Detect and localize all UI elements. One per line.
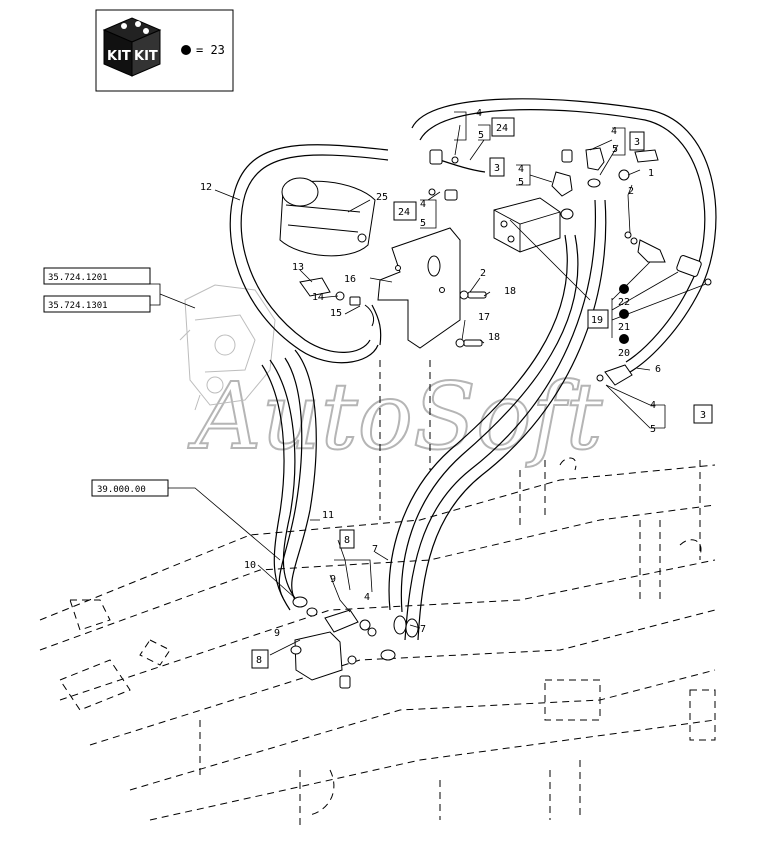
callout-9-upper: 9: [330, 574, 336, 585]
callout-4-bottom: 4: [364, 592, 370, 603]
callout-5-left: 5: [420, 218, 426, 229]
callout-16: 16: [344, 274, 356, 285]
bracket-16: [377, 227, 461, 349]
callout-4-top: 4: [611, 126, 617, 137]
callout-4-left: 4: [420, 199, 426, 210]
fittings: [290, 147, 712, 689]
callout-22: 22: [618, 297, 630, 308]
callout-6: 6: [655, 364, 661, 375]
callout-14: 14: [312, 292, 324, 303]
bullet-21: [619, 309, 629, 319]
callout-18-lower: 18: [488, 332, 500, 343]
numeric-callouts: 1 2 2 4 4 4 4 4 4 5 5 5 5 5 6 7 7 9 9 10…: [200, 108, 661, 639]
callout-18-upper: 18: [504, 286, 516, 297]
callout-13: 13: [292, 262, 304, 273]
callout-21: 21: [618, 322, 630, 333]
box-3-right: 3: [700, 410, 706, 421]
kit-bullets: [619, 284, 629, 344]
ref-35-724-1201: 35.724.1201: [48, 273, 108, 283]
box-3-top-right: 3: [634, 137, 640, 148]
callout-7-upper: 7: [372, 544, 378, 555]
callout-7-lower: 7: [420, 624, 426, 635]
ref-39-000-00: 39.000.00: [97, 485, 146, 495]
callout-4-valve: 4: [518, 164, 524, 175]
callout-12: 12: [200, 182, 212, 193]
box-8-lower: 8: [256, 655, 262, 666]
callout-5-top: 5: [612, 144, 618, 155]
callout-5-valve: 5: [518, 177, 524, 188]
box-19: 19: [591, 315, 603, 326]
accumulator-25: [279, 177, 376, 257]
callout-20: 20: [618, 348, 630, 359]
callout-1: 1: [648, 168, 654, 179]
callout-4-upper: 4: [476, 108, 482, 119]
callout-4-right: 4: [650, 400, 656, 411]
valve-block: [493, 197, 561, 253]
box-3-valve: 3: [494, 163, 500, 174]
callout-9-lower: 9: [274, 628, 280, 639]
reference-boxes: 35.724.1201 35.724.1301 39.000.00: [43, 267, 169, 497]
kit-bullet-icon: [181, 45, 191, 55]
kit-word-left: KIT: [107, 49, 131, 64]
kit-word-right: KIT: [134, 49, 158, 64]
leader-lines: [150, 111, 707, 656]
box-8-upper: 8: [344, 535, 350, 546]
callout-25: 25: [376, 192, 388, 203]
box-24-top: 24: [496, 123, 508, 134]
kit-legend: KIT KIT = 23: [95, 9, 234, 92]
box-24-left: 24: [398, 207, 410, 218]
bullet-20: [619, 334, 629, 344]
ref-35-724-1301: 35.724.1301: [48, 301, 108, 311]
kit-box-icon: KIT KIT: [102, 17, 162, 77]
bullet-22: [619, 284, 629, 294]
tractor-frame-dashed: [39, 360, 716, 830]
kit-legend-text: = 23: [196, 43, 225, 57]
callout-5-right: 5: [650, 424, 656, 435]
callout-2: 2: [628, 186, 634, 197]
watermark: AutoSoft: [187, 363, 604, 470]
boxed-callouts: 3 3 3 8 8 19 24 24: [251, 117, 713, 669]
callout-5-upper: 5: [478, 130, 484, 141]
callout-2-bracket: 2: [480, 268, 486, 279]
callout-17: 17: [478, 312, 490, 323]
callout-10: 10: [244, 560, 256, 571]
hoses: [229, 98, 717, 641]
callout-11: 11: [322, 510, 334, 521]
engine-block-ghost: [179, 284, 276, 411]
callout-15: 15: [330, 308, 342, 319]
